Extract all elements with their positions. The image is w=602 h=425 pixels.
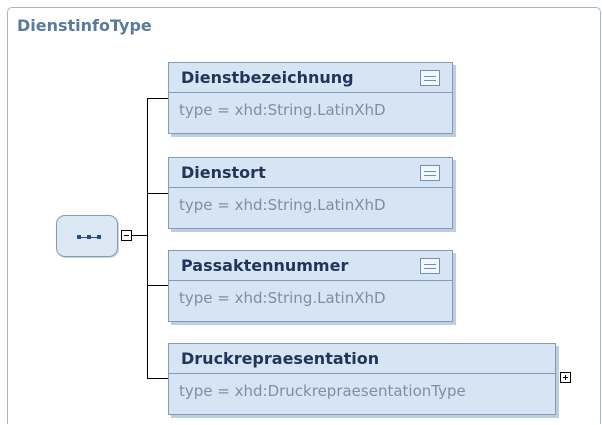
element-type: type = xhd:String.LatinXhD bbox=[179, 196, 386, 214]
element-name-row: Druckrepraesentation bbox=[169, 344, 555, 374]
annotation-icon bbox=[420, 258, 440, 274]
element-name: Passaktennummer bbox=[181, 256, 349, 275]
element-name: Druckrepraesentation bbox=[181, 349, 380, 368]
annotation-icon bbox=[420, 165, 440, 181]
element-name-row: Passaktennummer bbox=[169, 251, 452, 281]
element-box[interactable]: Druckrepraesentation type = xhd:Druckrep… bbox=[168, 343, 556, 415]
element-type: type = xhd:String.LatinXhD bbox=[179, 101, 386, 119]
expand-toggle-icon[interactable] bbox=[560, 372, 571, 383]
annotation-icon bbox=[420, 70, 440, 86]
element-name-row: Dienstbezeichnung bbox=[169, 63, 452, 93]
type-title: DienstinfoType bbox=[17, 16, 152, 35]
element-box[interactable]: Dienstbezeichnung type = xhd:String.Lati… bbox=[168, 62, 453, 134]
element-type: type = xhd:DruckrepraesentationType bbox=[179, 382, 466, 400]
sequence-dots-icon bbox=[77, 235, 101, 239]
element-name: Dienstort bbox=[181, 163, 266, 182]
element-name-row: Dienstort bbox=[169, 158, 452, 188]
element-box[interactable]: Dienstort type = xhd:String.LatinXhD bbox=[168, 157, 453, 229]
sequence-compositor[interactable] bbox=[56, 215, 118, 257]
connector-branch-4 bbox=[147, 378, 168, 379]
connector-branch-1 bbox=[147, 98, 168, 99]
collapse-toggle-icon[interactable] bbox=[121, 230, 132, 241]
connector-branch-2 bbox=[147, 193, 168, 194]
element-box[interactable]: Passaktennummer type = xhd:String.LatinX… bbox=[168, 250, 453, 322]
element-name: Dienstbezeichnung bbox=[181, 68, 354, 87]
connector-trunk bbox=[147, 98, 148, 379]
connector-branch-3 bbox=[147, 285, 168, 286]
connector-line bbox=[132, 235, 147, 236]
element-type: type = xhd:String.LatinXhD bbox=[179, 289, 386, 307]
type-frame bbox=[7, 7, 601, 424]
